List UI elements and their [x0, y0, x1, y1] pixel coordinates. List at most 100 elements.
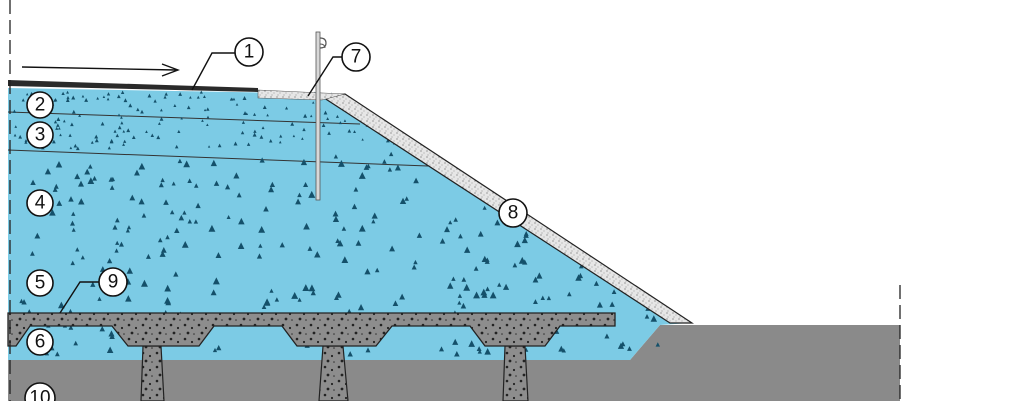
speckle	[533, 299, 538, 304]
callout-3-label: 3	[35, 125, 46, 146]
speckle	[94, 138, 99, 143]
speckle	[361, 138, 364, 141]
speckle	[134, 169, 140, 176]
speckle	[245, 112, 249, 115]
speckle	[80, 255, 85, 260]
speckle	[164, 284, 172, 292]
surface-layer	[8, 80, 258, 92]
speckle	[268, 186, 275, 193]
speckle	[68, 196, 74, 202]
speckle	[274, 297, 280, 302]
speckle	[261, 304, 267, 310]
speckle	[332, 215, 340, 223]
speckle	[266, 113, 269, 117]
speckle	[371, 212, 378, 219]
speckle	[145, 253, 151, 259]
speckle	[138, 198, 145, 205]
speckle	[394, 164, 401, 171]
speckle	[351, 203, 358, 210]
speckle	[236, 192, 242, 198]
speckle	[140, 109, 144, 114]
speckle	[164, 92, 168, 96]
speckle	[477, 349, 482, 354]
speckle	[106, 346, 114, 353]
speckle	[71, 109, 76, 114]
speckle	[113, 129, 117, 133]
speckle	[165, 234, 170, 240]
speckle	[611, 289, 617, 294]
speckle	[546, 295, 552, 301]
speckle	[44, 168, 52, 175]
speckle	[131, 135, 136, 140]
speckle	[521, 236, 528, 244]
speckle	[303, 222, 310, 230]
speckle	[468, 340, 475, 347]
speckle	[187, 219, 193, 224]
speckle	[269, 288, 274, 293]
speckle	[252, 132, 257, 137]
speckle	[126, 267, 133, 274]
callout-1: 1	[234, 37, 264, 67]
speckle	[263, 205, 269, 212]
speckle	[56, 117, 61, 122]
callout-10: 10	[24, 382, 56, 401]
speckle	[604, 333, 610, 339]
speckle	[447, 282, 454, 289]
speckle	[193, 183, 199, 188]
speckle	[312, 101, 315, 104]
speckle	[365, 347, 371, 353]
speckle	[30, 179, 36, 186]
speckle	[343, 119, 347, 122]
speckle	[413, 177, 419, 184]
speckle	[261, 126, 265, 130]
speckle	[458, 233, 463, 239]
speckle	[49, 209, 56, 216]
speckle	[302, 127, 306, 132]
speckle	[269, 139, 273, 143]
speckle	[371, 219, 376, 224]
speckle	[58, 126, 61, 130]
speckle	[163, 199, 169, 205]
speckle	[297, 297, 302, 302]
speckle	[233, 141, 238, 146]
speckle	[253, 129, 257, 133]
speckle	[523, 232, 529, 238]
speckle	[212, 277, 220, 285]
callout-2-label: 2	[35, 95, 46, 116]
speckle	[575, 274, 582, 281]
speckle	[52, 186, 58, 192]
speckle	[477, 230, 484, 237]
speckle	[332, 210, 339, 217]
leader-9	[59, 281, 99, 314]
speckle	[617, 342, 625, 349]
speckle	[451, 276, 456, 281]
speckle	[102, 95, 106, 99]
speckle	[596, 301, 603, 308]
callout-3: 3	[26, 121, 54, 149]
speckle	[226, 214, 231, 220]
speckle	[278, 140, 282, 144]
speckle	[290, 121, 295, 126]
speckle	[310, 114, 313, 118]
speckle	[235, 103, 239, 106]
speckle	[116, 94, 121, 99]
speckle	[78, 198, 85, 205]
speckle	[115, 240, 120, 245]
callout-2: 2	[26, 91, 54, 119]
speckle	[145, 130, 148, 133]
speckle	[307, 245, 313, 251]
speckle	[87, 177, 95, 184]
speckle	[644, 313, 650, 319]
speckle	[514, 240, 521, 248]
speckle	[123, 139, 127, 143]
speckle	[73, 143, 78, 148]
callout-9: 9	[98, 267, 128, 297]
speckle	[147, 93, 152, 98]
speckle	[173, 104, 177, 107]
speckle	[14, 125, 18, 128]
speckle	[206, 107, 210, 111]
speckle	[399, 293, 406, 300]
speckle	[150, 133, 155, 137]
speckle	[13, 133, 17, 137]
speckle	[338, 160, 345, 167]
